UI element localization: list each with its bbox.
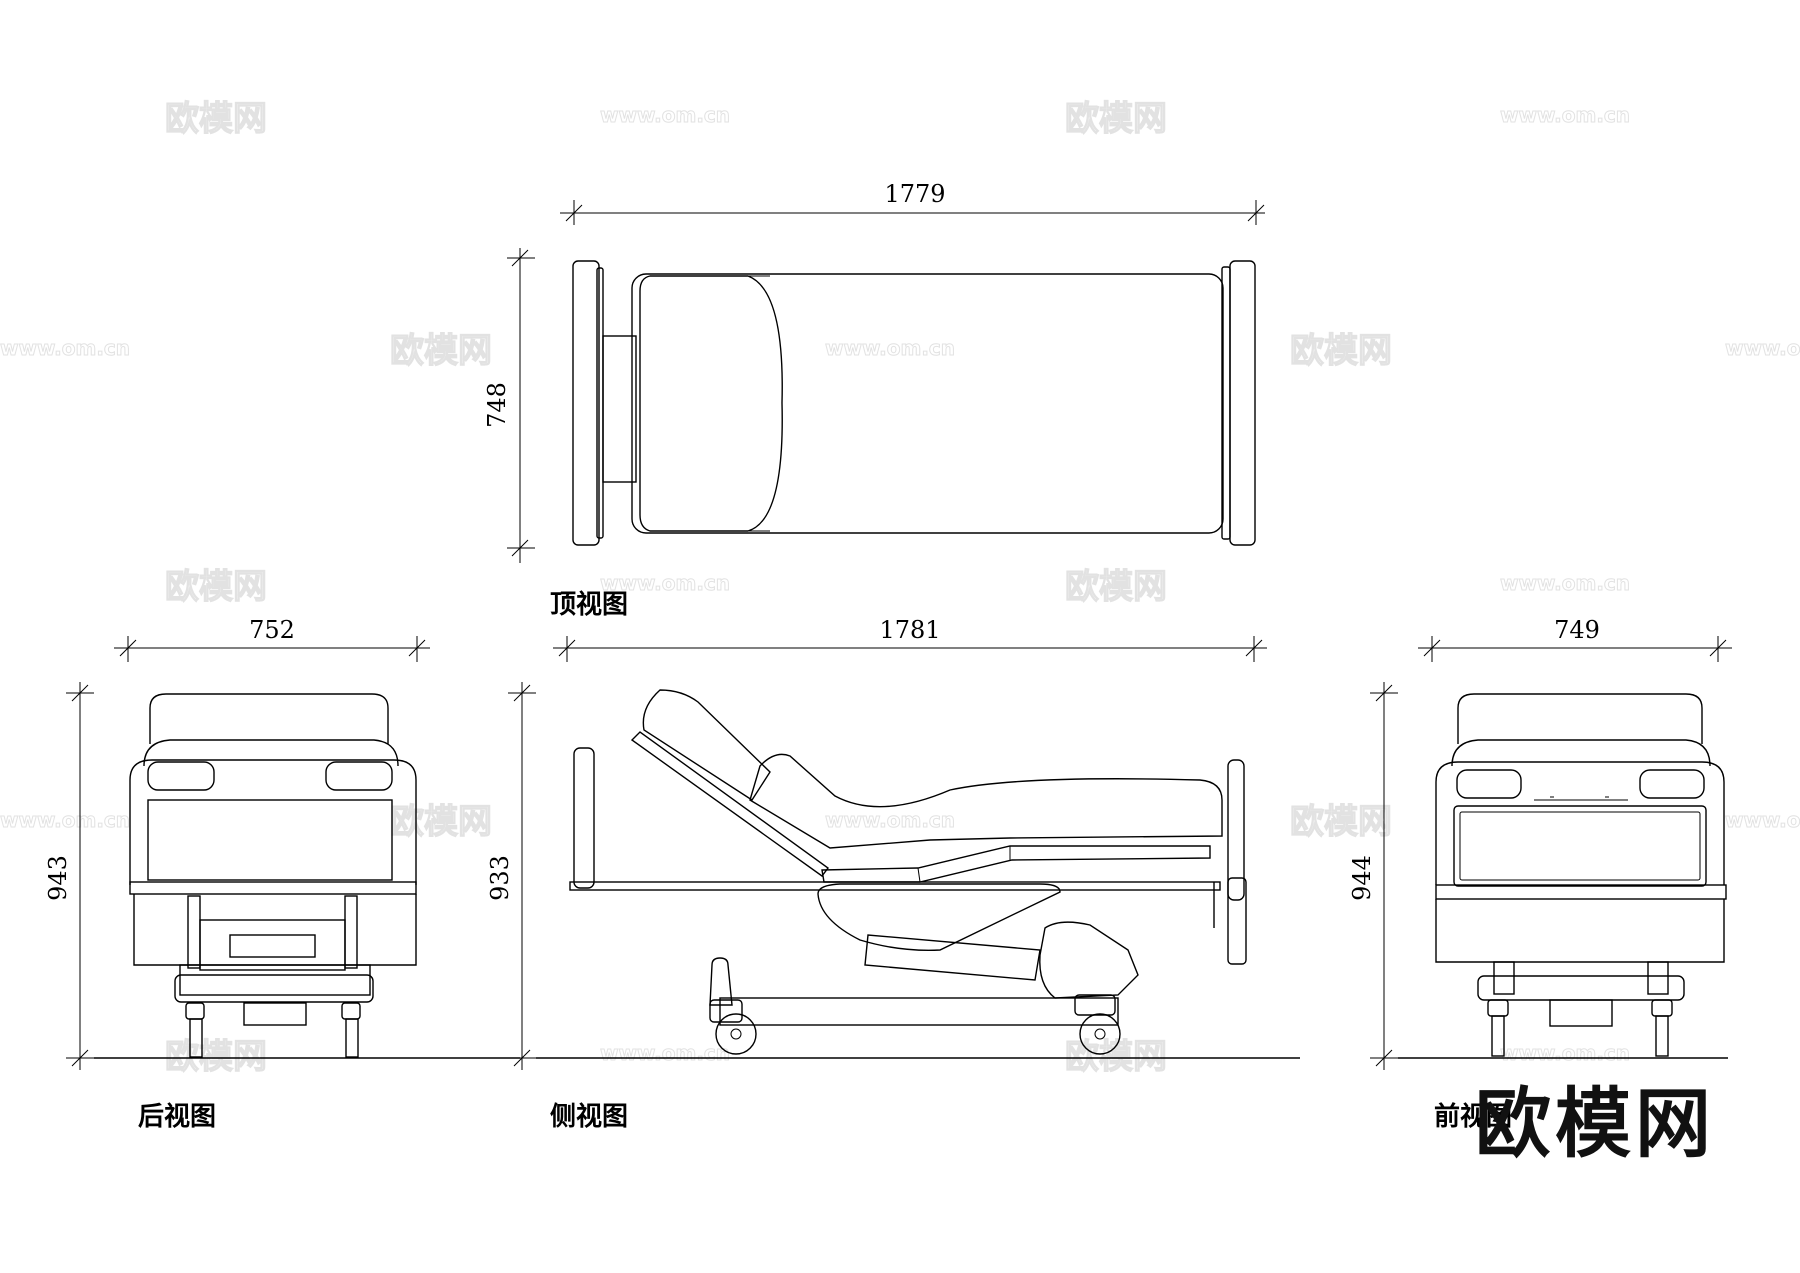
side-height-label: 933 xyxy=(486,855,514,901)
back-height-label: 943 xyxy=(44,855,72,901)
watermark-url: www.om.cn xyxy=(1500,571,1630,595)
watermark-brand: 欧模网 xyxy=(165,567,267,607)
watermark-url: www.om.cn xyxy=(0,808,130,832)
watermark-url: www.om.cn xyxy=(600,103,730,127)
watermark-url: www.om.cn xyxy=(825,336,955,360)
back-width-label: 752 xyxy=(249,616,295,644)
watermark-url: www.om.cn xyxy=(1725,336,1800,360)
top-width-dimension: 748 xyxy=(483,248,535,563)
back-width-dimension: 752 xyxy=(114,616,430,662)
front-height-label: 944 xyxy=(1348,855,1376,901)
watermark-url: www.om.cn xyxy=(600,571,730,595)
watermark-url: www.om.cn xyxy=(1500,103,1630,127)
side-length-label: 1781 xyxy=(879,616,940,644)
side-view-title: 侧视图 xyxy=(550,1102,628,1132)
watermark-url: www.om.cn xyxy=(0,336,130,360)
back-view-title: 后视图 xyxy=(138,1102,216,1132)
watermark-url: www.om.cn xyxy=(600,1041,730,1065)
front-view: 749 944 xyxy=(1348,616,1732,1132)
side-view: 1781 933 xyxy=(486,616,1300,1132)
watermark-layer: 欧模网 www.om.cn 欧模网 www.om.cn www.om.cn 欧模… xyxy=(0,98,1800,1077)
brand-logo: 欧模网 xyxy=(1475,1079,1715,1168)
top-length-label: 1779 xyxy=(884,180,945,208)
front-width-label: 749 xyxy=(1554,616,1600,644)
watermark-url: www.om.cn xyxy=(1500,1041,1630,1065)
watermark-brand: 欧模网 xyxy=(390,802,492,842)
watermark-brand: 欧模网 xyxy=(1065,99,1167,139)
watermark-brand: 欧模网 xyxy=(165,1037,267,1077)
top-view-title: 顶视图 xyxy=(550,590,628,620)
front-height-dimension: 944 xyxy=(1348,682,1398,1070)
side-height-dimension: 933 xyxy=(486,682,536,1070)
watermark-brand: 欧模网 xyxy=(390,331,492,371)
back-height-dimension: 943 xyxy=(44,682,94,1070)
watermark-brand: 欧模网 xyxy=(1290,802,1392,842)
top-view: 1779 748 顶视图 xyxy=(483,180,1265,620)
watermark-brand: 欧模网 xyxy=(1290,331,1392,371)
top-width-label: 748 xyxy=(483,382,511,428)
back-view: 752 943 xyxy=(44,616,520,1132)
watermark-brand: 欧模网 xyxy=(165,99,267,139)
watermark-url: www.om.cn xyxy=(1725,808,1800,832)
watermark-brand: 欧模网 xyxy=(1065,1037,1167,1077)
top-length-dimension: 1779 xyxy=(560,180,1265,225)
side-length-dimension: 1781 xyxy=(553,616,1267,662)
front-view-title: 前视图 xyxy=(1434,1101,1512,1132)
front-width-dimension: 749 xyxy=(1418,616,1732,662)
watermark-url: www.om.cn xyxy=(825,808,955,832)
watermark-brand: 欧模网 xyxy=(1065,567,1167,607)
